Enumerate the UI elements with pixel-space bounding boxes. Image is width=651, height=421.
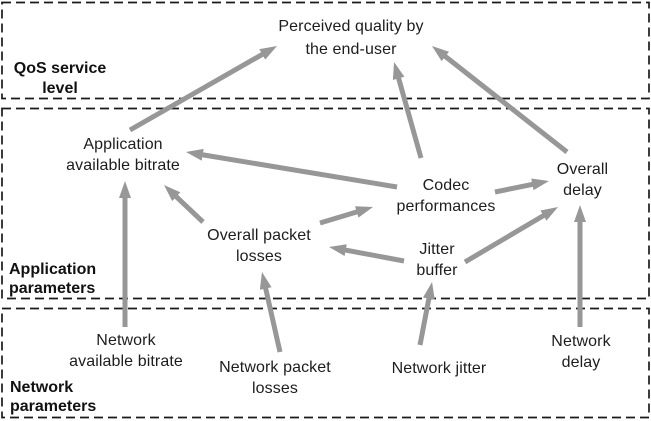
arrow-codec-to-app-bitrate xyxy=(185,148,398,190)
node-application-available-bitrate: Application available bitrate xyxy=(66,136,180,174)
section-label-qos-service-level: QoS service level xyxy=(13,60,107,97)
node-network-available-bitrate: Network available bitrate xyxy=(69,332,183,370)
node-perceived-quality: Perceived quality by the end-user xyxy=(278,18,424,58)
arrow-overall-losses-to-codec xyxy=(319,206,373,226)
section-label-network-parameters: Network parameters xyxy=(10,379,97,415)
node-network-jitter: Network jitter xyxy=(391,360,487,377)
node-network-delay: Network delay xyxy=(551,333,611,371)
arrow-jitter-buffer-to-overall-delay xyxy=(463,206,559,265)
arrow-app-bitrate-to-perceived-quality xyxy=(128,45,278,133)
arrow-net-losses-to-overall-losses xyxy=(259,271,283,353)
arrow-jitter-buffer-to-overall-losses xyxy=(329,244,405,264)
node-network-packet-losses: Network packet losses xyxy=(219,359,331,397)
arrow-overall-delay-to-perceived-quality xyxy=(431,45,569,154)
arrow-net-jitter-to-jitter-buffer xyxy=(417,282,435,346)
node-overall-packet-losses: Overall packet losses xyxy=(207,227,311,265)
node-jitter-buffer: Jitter buffer xyxy=(416,241,458,279)
arrow-codec-to-overall-delay xyxy=(494,178,549,195)
arrow-codec-to-perceived-quality xyxy=(392,62,424,159)
network-parameters-box xyxy=(1,307,650,419)
application-parameters-box xyxy=(1,107,650,300)
section-label-application-parameters: Application parameters xyxy=(9,261,97,297)
arrow-overall-losses-to-app-bitrate xyxy=(163,185,205,224)
node-overall-delay: Overall delay xyxy=(556,161,609,199)
node-codec-performances: Codec performances xyxy=(396,177,496,215)
qos-level-box xyxy=(1,1,650,100)
